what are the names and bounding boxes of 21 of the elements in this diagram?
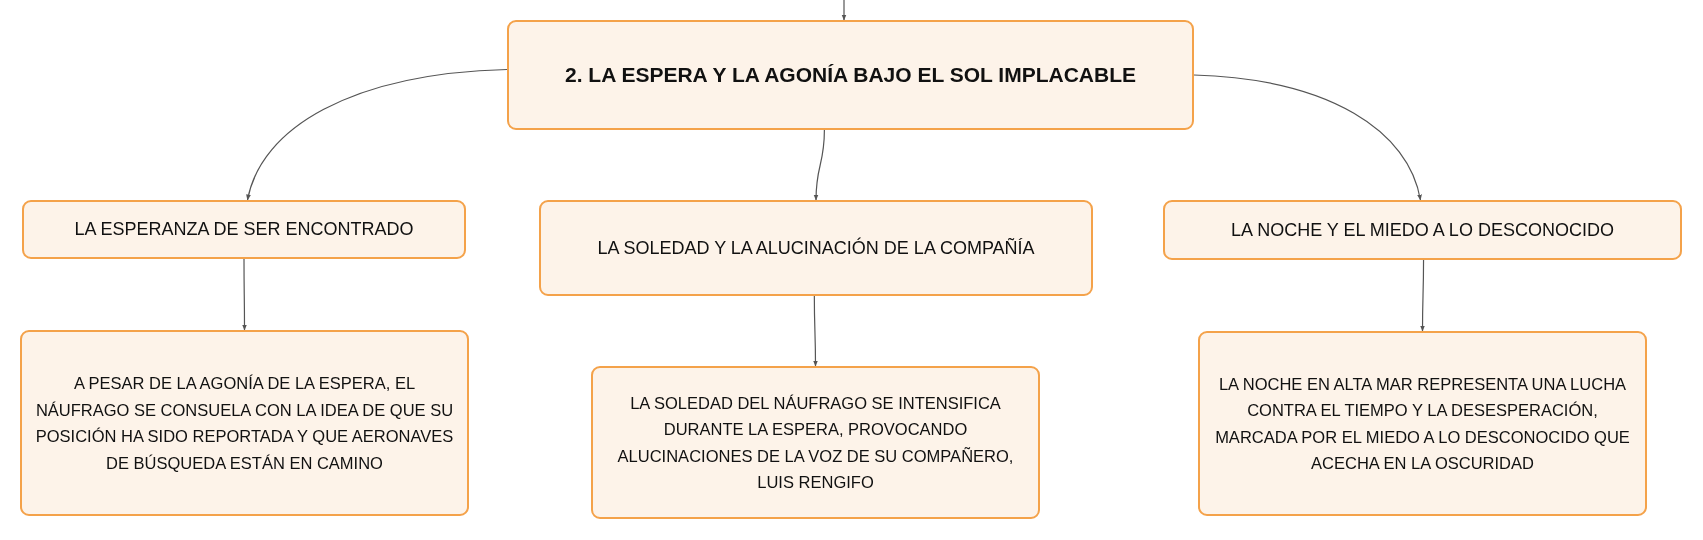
- topic-box: [507, 20, 1194, 130]
- connector-arrow: [242, 258, 247, 331]
- connector-arrow: [841, 0, 847, 21]
- description-box: [20, 330, 469, 516]
- connector-arrow: [813, 295, 818, 367]
- connector-arrow: [246, 68, 508, 201]
- description-text: A PESAR DE LA AGONÍA DE LA ESPERA, EL NÁUFRAGO SE CONSUELA CON LA IDEA DE QUE SU POSICIÓN HA SIDO REPORTADA Y QUE AERONAVES DE BÚSQUEDA ESTÁN EN CAMINO: [35, 373, 454, 474]
- connector-arrow: [1193, 74, 1422, 201]
- subtopic-label: LA ESPERANZA DE SER ENCONTRADO: [74, 219, 414, 240]
- description-text: LA NOCHE EN ALTA MAR REPRESENTA UNA LUCHA CONTRA EL TIEMPO Y LA DESESPERACIÓN, MARCADA POR EL MIEDO A LO DESCONOCIDO QUE ACECHA EN LA OSCURIDAD: [1214, 373, 1631, 474]
- subtopic-label: LA NOCHE Y EL MIEDO A LO DESCONOCIDO: [1231, 219, 1614, 241]
- description-box: [1198, 331, 1647, 516]
- description-box: [591, 366, 1040, 519]
- connector-arrow: [813, 129, 825, 201]
- subtopic-box: [539, 200, 1093, 296]
- subtopic-label: LA SOLEDAD Y LA ALUCINACIÓN DE LA COMPAÑÍA: [597, 237, 1035, 259]
- description-text: LA SOLEDAD DEL NÁUFRAGO SE INTENSIFICA DURANTE LA ESPERA, PROVOCANDO ALUCINACIONES DE LA VOZ DE SU COMPAÑERO, LUIS RENGIFO: [616, 392, 1015, 493]
- topic-title: 2. LA ESPERA Y LA AGONÍA BAJO EL SOL IMPLACABLE: [565, 63, 1136, 87]
- subtopic-box: [22, 200, 466, 259]
- subtopic-box: [1163, 200, 1682, 260]
- connector-arrow: [1420, 259, 1425, 332]
